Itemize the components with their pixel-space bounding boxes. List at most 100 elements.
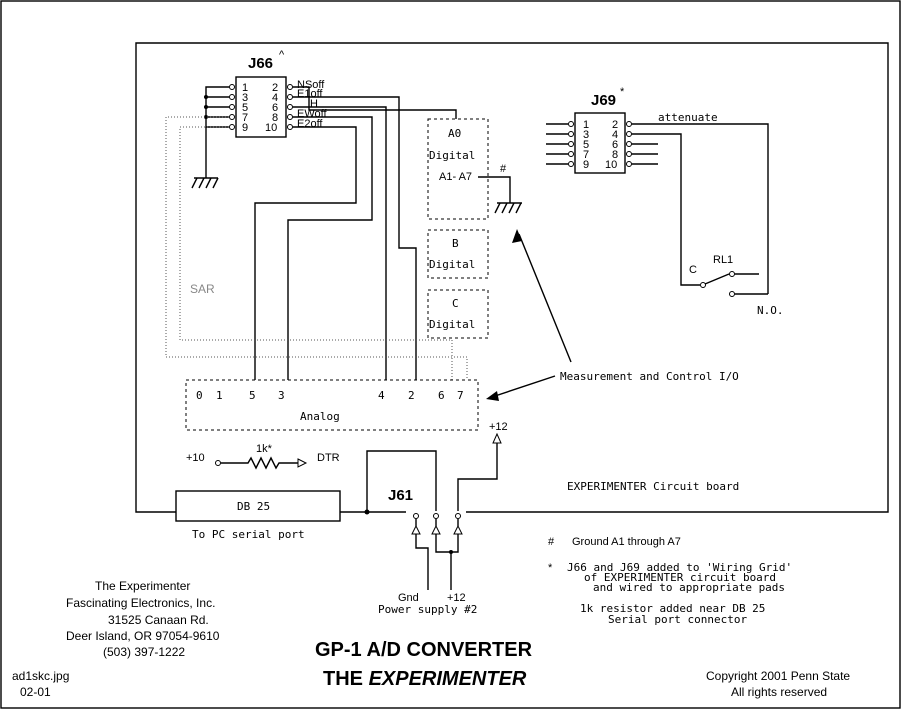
svg-text:1: 1	[216, 389, 223, 402]
pc-serial-label: To PC serial port	[192, 528, 305, 541]
wire-sar-inner	[179, 126, 453, 380]
svg-text:Digital: Digital	[429, 149, 475, 162]
svg-text:2: 2	[612, 119, 618, 131]
relay-label: RL1	[713, 254, 733, 266]
digital-port-c	[427, 289, 489, 339]
svg-text:Fascinating Electronics, Inc.: Fascinating Electronics, Inc.	[66, 596, 215, 610]
svg-text:2: 2	[408, 389, 415, 402]
svg-text:Digital: Digital	[429, 318, 475, 331]
digital-port-a	[427, 118, 489, 220]
wire-e1off	[293, 96, 417, 380]
wire-supply-plus12	[435, 534, 452, 590]
wire-attenuate	[632, 123, 769, 294]
note-star-mark: *	[548, 562, 553, 574]
svg-text:7: 7	[242, 112, 248, 124]
svg-text:Digital: Digital	[429, 258, 475, 271]
j69-label: J69	[591, 92, 616, 109]
svg-text:8: 8	[272, 112, 278, 124]
wire-plus12	[457, 443, 498, 511]
file-name: ad1skc.jpg	[12, 669, 69, 683]
address-block: The Experimenter Fascinating Electronics…	[66, 579, 220, 659]
svg-text:1k resistor added near DB 25: 1k resistor added near DB 25	[580, 602, 765, 615]
svg-text:1: 1	[583, 119, 589, 131]
svg-text:NSoff: NSoff	[297, 79, 325, 91]
power-supply-label: Power supply #2	[378, 603, 477, 616]
plus10-label: +10	[186, 452, 205, 464]
svg-text:8: 8	[612, 149, 618, 161]
svg-text:5: 5	[583, 139, 589, 151]
j66-pin-numbers: 1 2 3 4 5 6 7 8 9 10	[242, 82, 278, 134]
note-ground: Ground A1 through A7	[572, 536, 681, 548]
svg-text:DB 25: DB 25	[237, 500, 270, 513]
svg-text:0: 0	[196, 389, 203, 402]
svg-text:A1- A7: A1- A7	[439, 171, 472, 183]
resistor-1k	[221, 456, 298, 470]
wire-supply-gnd	[415, 534, 429, 590]
dtr-label: DTR	[317, 452, 340, 464]
rights: All rights reserved	[731, 685, 827, 699]
j66-label: J66	[248, 55, 273, 72]
j69-stubs	[546, 123, 658, 165]
wire-a1a7-ground	[478, 176, 511, 203]
svg-text:7: 7	[457, 389, 464, 402]
svg-text:6: 6	[272, 102, 278, 114]
svg-text:5: 5	[249, 389, 256, 402]
svg-text:B: B	[452, 237, 459, 250]
svg-text:H: H	[310, 98, 318, 110]
resistor-label: 1k*	[256, 443, 273, 455]
relay-no-label: N.O.	[757, 304, 784, 317]
svg-text:Serial port connector: Serial port connector	[608, 613, 747, 626]
svg-text:9: 9	[242, 122, 248, 134]
svg-text:10: 10	[605, 159, 617, 171]
circuit-board-outline	[135, 42, 889, 513]
svg-text:4: 4	[612, 129, 618, 141]
supply-gnd-label: Gnd	[398, 592, 419, 604]
svg-text:2: 2	[272, 82, 278, 94]
svg-text:31525 Canaan Rd.: 31525 Canaan Rd.	[108, 613, 209, 627]
svg-text:E2off: E2off	[297, 118, 323, 130]
io-arrow-up	[518, 233, 572, 363]
svg-text:4: 4	[378, 389, 385, 402]
svg-text:4: 4	[272, 92, 278, 104]
board-label: EXPERIMENTER Circuit board	[567, 480, 739, 493]
svg-text:9: 9	[583, 159, 589, 171]
j66-mark: ^	[279, 49, 285, 61]
svg-text:#: #	[500, 163, 507, 175]
j61-pins	[411, 513, 463, 535]
analog-pin-labels: 0 1 5 3 4 2 6 7	[196, 389, 464, 402]
supply-plus12-label: +12	[447, 592, 466, 604]
wire-ewoff	[287, 116, 373, 380]
svg-text:7: 7	[583, 149, 589, 161]
svg-text:Deer Island, OR 97054-9610: Deer Island, OR 97054-9610	[66, 629, 220, 643]
svg-text:5: 5	[242, 102, 248, 114]
j61-label: J61	[388, 487, 413, 504]
wire-nsoff	[293, 86, 457, 119]
svg-text:J66 and J69 added to 'Wiring G: J66 and J69 added to 'Wiring Grid'	[567, 561, 792, 574]
svg-text:3: 3	[583, 129, 589, 141]
analog-port	[185, 379, 479, 431]
svg-text:10: 10	[265, 122, 277, 134]
title-line-1: GP-1 A/D CONVERTER	[315, 639, 533, 661]
svg-text:and wired to appropriate pads: and wired to appropriate pads	[593, 581, 785, 594]
db25-connector	[175, 490, 341, 522]
j69-mark: *	[620, 86, 625, 98]
ground-symbol-left	[191, 177, 219, 189]
plus12-top-label: +12	[489, 421, 508, 433]
svg-text:6: 6	[612, 139, 618, 151]
wire-sar-outer	[165, 116, 468, 380]
ground-symbol-a1a7	[494, 202, 522, 214]
svg-text:of EXPERIMENTER circuit board: of EXPERIMENTER circuit board	[584, 571, 776, 584]
j69-pin-numbers: 1 2 3 4 5 6 7 8 9 10	[583, 119, 618, 171]
svg-text:3: 3	[278, 389, 285, 402]
svg-text:(503) 397-1222: (503) 397-1222	[103, 645, 185, 659]
file-date: 02-01	[20, 685, 51, 699]
copyright: Copyright 2001 Penn State	[706, 669, 850, 683]
j69-pin-circles	[568, 121, 632, 167]
j66-body	[235, 76, 287, 138]
svg-text:3: 3	[242, 92, 248, 104]
wire-e2off	[254, 126, 357, 380]
note-hash-mark: #	[548, 536, 555, 548]
